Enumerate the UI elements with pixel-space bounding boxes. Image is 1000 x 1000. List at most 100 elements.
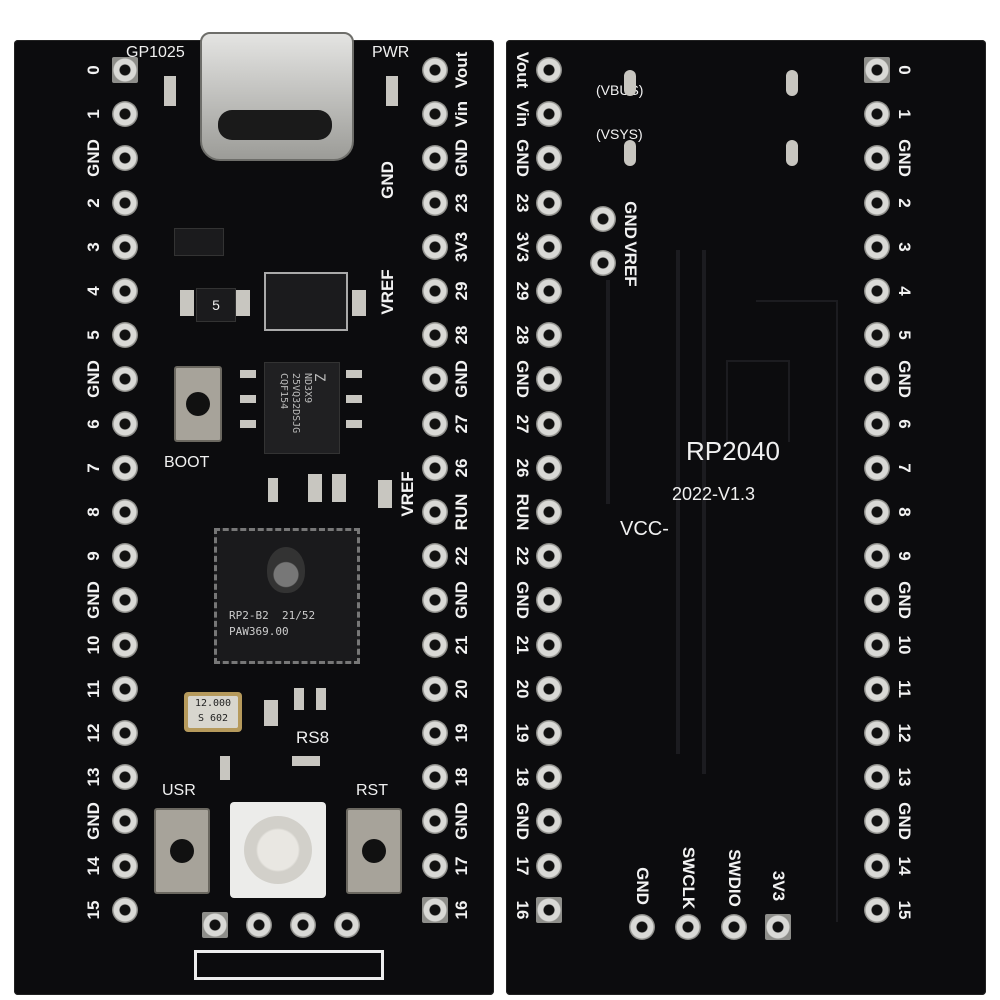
- rst-button[interactable]: [346, 808, 402, 894]
- pin-label: 14: [84, 856, 103, 876]
- pin-pad: [422, 101, 448, 128]
- pin-label: GND: [513, 139, 532, 178]
- pin-pad: [422, 189, 448, 216]
- pin-label: 2: [895, 197, 914, 208]
- pin-pad: [864, 675, 890, 702]
- pin-label: 9: [895, 551, 914, 561]
- boot-label: BOOT: [164, 454, 210, 471]
- bottom-silk-box: [194, 950, 384, 980]
- pin-pad: [536, 101, 562, 128]
- pin-label: 19: [513, 723, 532, 743]
- led-gp25: [164, 76, 176, 106]
- pin-label: GND: [895, 802, 914, 841]
- pin-label: 3: [84, 242, 103, 252]
- pin-pad: [422, 764, 448, 791]
- pin-label: Vin: [513, 101, 532, 128]
- pin-label: 22: [513, 546, 532, 566]
- inner-vref-label: VREF: [378, 269, 397, 315]
- pin-label: 12: [84, 723, 103, 743]
- pin-label: 9: [84, 551, 103, 561]
- pin-pad: [112, 101, 138, 128]
- pin-pad: [112, 454, 138, 481]
- pin-label: 28: [452, 325, 471, 345]
- pin-pad: [864, 852, 890, 879]
- pin-pad: [536, 499, 562, 525]
- pin-pad: [536, 587, 562, 614]
- pin-pad: [864, 366, 890, 393]
- pin-label: GND: [895, 360, 914, 399]
- pin-pad: [422, 543, 448, 570]
- pin-label: 11: [895, 679, 914, 698]
- pin-pad: [112, 808, 138, 835]
- pin-label: 11: [84, 679, 103, 698]
- pin-pad: [112, 233, 138, 260]
- pin-label: 23: [513, 193, 532, 213]
- pin-pad: [864, 145, 890, 172]
- pin-label: 0: [84, 65, 103, 75]
- vbus-label: (VBUS): [596, 82, 644, 98]
- pin-pad: [112, 852, 138, 879]
- pin-pad: [422, 808, 448, 835]
- pin-label: Vout: [452, 51, 471, 89]
- pin-pad: [536, 322, 562, 349]
- vsys-label: (VSYS): [596, 126, 643, 142]
- pin-pad: [112, 57, 138, 83]
- pin-label: 21: [513, 635, 532, 655]
- pin-pad: [422, 720, 448, 746]
- flash-line1: ND3X9: [302, 373, 313, 404]
- pin-label: 27: [452, 414, 471, 434]
- swd-swclk-label: SWCLK: [679, 846, 698, 910]
- pin-label: RUN: [452, 493, 471, 531]
- pin-label: 23: [452, 193, 471, 213]
- pin-pad: [536, 543, 562, 570]
- pin-label: 4: [895, 286, 914, 296]
- pwr-label: PWR: [372, 44, 410, 61]
- pin-label: GND: [84, 139, 103, 178]
- pin-label: 10: [84, 635, 103, 655]
- pin-label: 6: [84, 418, 103, 429]
- pin-label: Vout: [513, 51, 532, 89]
- pin-pad: [422, 896, 448, 923]
- crystal-code: S 602: [197, 713, 229, 724]
- pin-label: 21: [452, 635, 471, 655]
- pin-pad: [112, 631, 138, 658]
- pin-pad: [112, 366, 138, 393]
- pin-label: GND: [84, 360, 103, 399]
- pin-pad: [864, 808, 890, 835]
- boot-button[interactable]: [174, 366, 222, 442]
- gnd-test-pad: [590, 206, 616, 232]
- pin-label: 10: [895, 635, 914, 655]
- pin-pad: [422, 57, 448, 83]
- pin-pad: [864, 543, 890, 570]
- usr-label: USR: [162, 782, 196, 799]
- pin-label: 18: [452, 767, 471, 787]
- pin-label: 12: [895, 723, 914, 743]
- pin-pad: [422, 587, 448, 614]
- pin-label: 19: [452, 723, 471, 743]
- swd-gnd-pad: [629, 914, 655, 940]
- pin-label: 22: [452, 546, 471, 566]
- pin-label: 7: [895, 463, 914, 473]
- pin-pad: [864, 764, 890, 791]
- pin-label: 18: [513, 767, 532, 787]
- pin-label: GND: [513, 581, 532, 620]
- pin-label: GND: [452, 581, 471, 620]
- flash-line2: 25VQ32DSJG: [290, 373, 301, 434]
- chip-line2: PAW369.00: [229, 625, 289, 638]
- pin-pad: [422, 278, 448, 304]
- pin-pad: [864, 499, 890, 525]
- pin-label: 28: [513, 325, 532, 345]
- pin-pad: [864, 631, 890, 658]
- pin-label: 17: [513, 856, 532, 876]
- usr-button[interactable]: [154, 808, 210, 894]
- pin-label: 3V3: [513, 231, 532, 262]
- flash-logo: Z: [311, 373, 327, 382]
- pin-pad: [422, 233, 448, 260]
- pin-label: GND: [513, 360, 532, 399]
- bottom-pad-3: [290, 912, 316, 938]
- pin-pad: [864, 454, 890, 481]
- pin-pad: [422, 675, 448, 702]
- pin-pad: [536, 675, 562, 702]
- rp2040-chip: RP2-B2 21/52 PAW369.00: [214, 528, 360, 664]
